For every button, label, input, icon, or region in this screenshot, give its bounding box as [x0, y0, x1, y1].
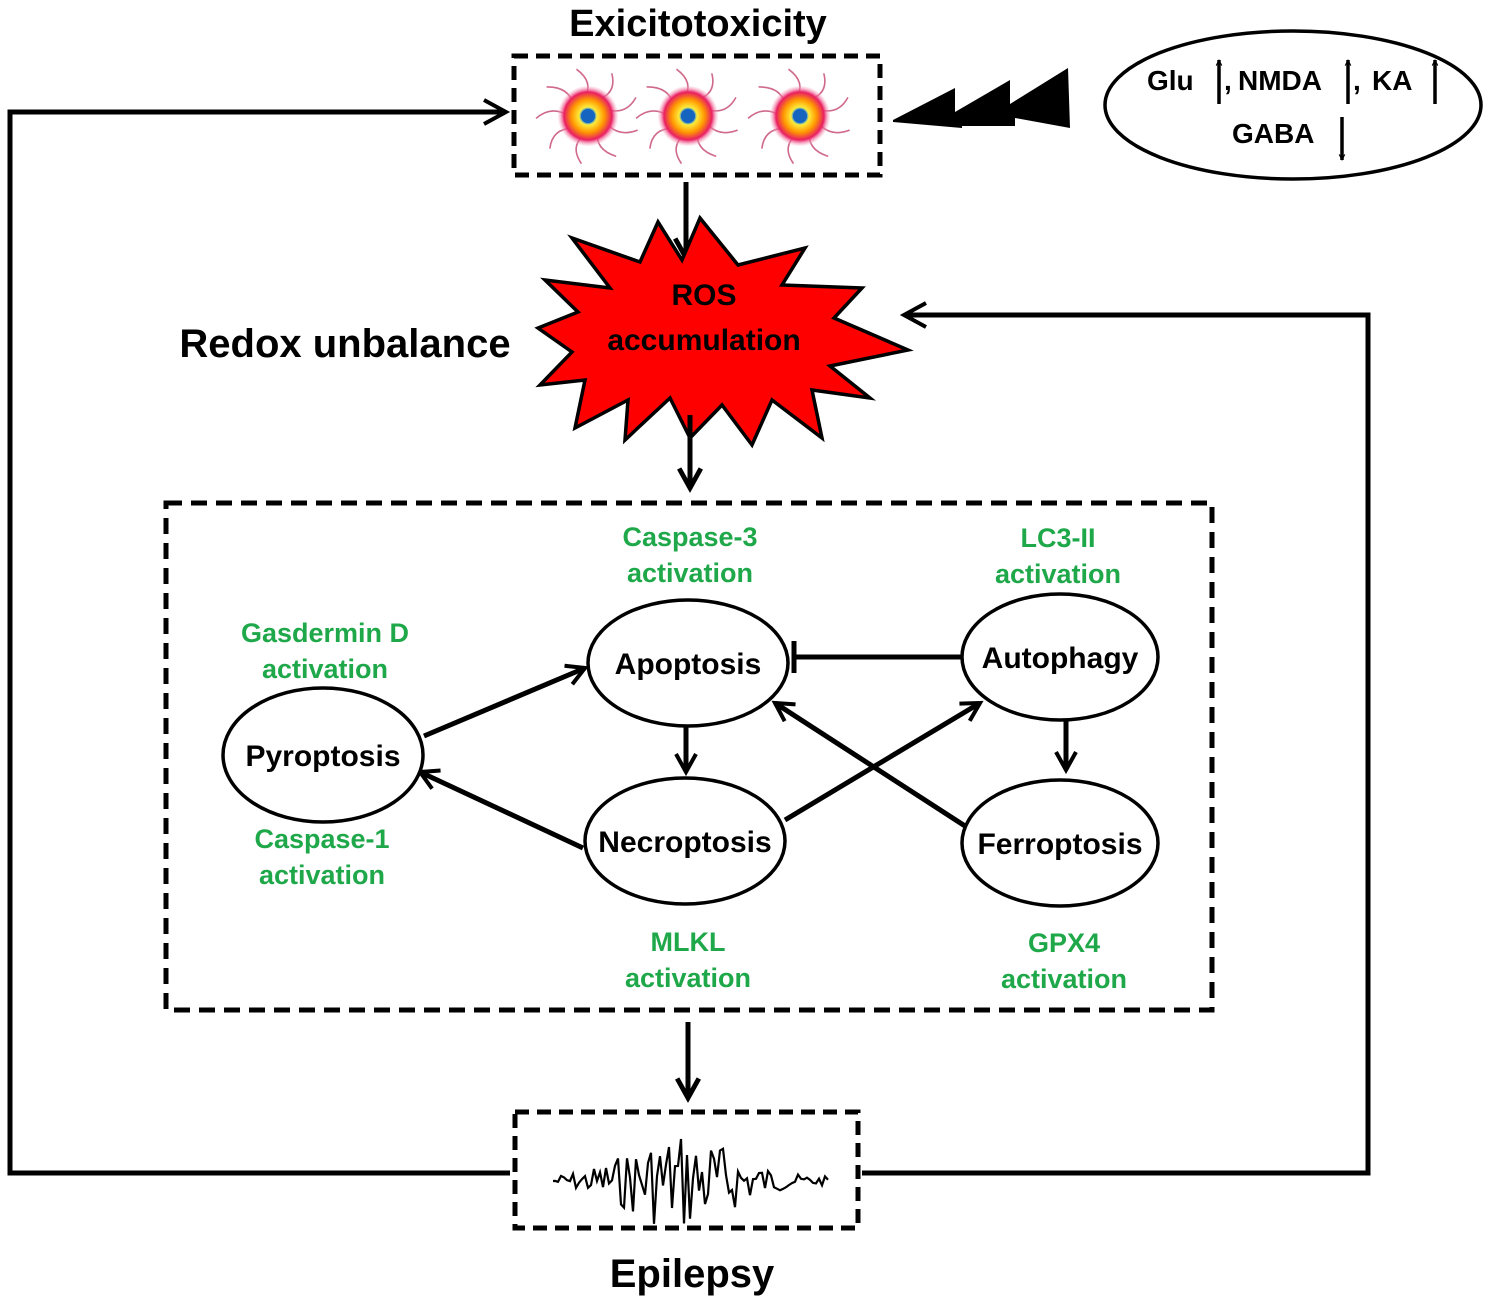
- lightning-icon: [893, 68, 1070, 128]
- edge-ferroptosis-to-apoptosis: [775, 703, 967, 829]
- node-pyroptosis: Pyroptosis: [221, 686, 425, 824]
- svg-text:Autophagy: Autophagy: [982, 642, 1139, 675]
- feedback-loop-right: [862, 312, 1371, 1176]
- svg-text:Pyroptosis: Pyroptosis: [245, 740, 400, 773]
- node-autophagy: Autophagy: [960, 592, 1160, 722]
- node-ferroptosis: Ferroptosis: [960, 778, 1160, 908]
- marker-lc3: LC3-II activation: [995, 523, 1121, 589]
- svg-text:activation: activation: [259, 860, 385, 890]
- svg-text:activation: activation: [627, 558, 753, 588]
- svg-text:,: ,: [1224, 65, 1232, 96]
- eeg-waveform: [552, 1138, 829, 1224]
- ka-label: KA: [1372, 65, 1412, 96]
- svg-text:Ferroptosis: Ferroptosis: [977, 828, 1142, 861]
- neuron-box: [511, 53, 883, 178]
- edge-necroptosis-to-autophagy: [783, 700, 980, 823]
- neuron-icon: [747, 68, 850, 165]
- marker-gasdermin: Gasdermin D activation: [241, 618, 409, 684]
- ros-accumulation-label: accumulation: [607, 324, 800, 357]
- marker-mlkl: MLKL activation: [625, 927, 751, 993]
- marker-gpx4: GPX4 activation: [1001, 928, 1127, 994]
- neuron-icon: [635, 68, 738, 165]
- ros-starburst: ROS accumulation: [534, 214, 914, 449]
- edge-pyroptosis-to-apoptosis: [423, 668, 585, 739]
- svg-text:activation: activation: [995, 559, 1121, 589]
- feedback-loop-left: [7, 109, 510, 1176]
- svg-text:Apoptosis: Apoptosis: [615, 648, 762, 681]
- node-necroptosis: Necroptosis: [583, 776, 787, 906]
- svg-text:Caspase-3: Caspase-3: [622, 522, 757, 552]
- glu-label: Glu: [1147, 65, 1194, 96]
- svg-text:Gasdermin D: Gasdermin D: [241, 618, 409, 648]
- edge-necroptosis-to-pyroptosis: [420, 772, 585, 851]
- neurotransmitter-ellipse: Glu , NMDA , KA GABA: [1103, 29, 1483, 181]
- neuron-icon: [535, 68, 638, 165]
- marker-caspase3: Caspase-3 activation: [622, 522, 757, 588]
- title-excitotoxicity: Exicitotoxicity: [569, 3, 827, 45]
- svg-text:Necroptosis: Necroptosis: [598, 826, 771, 859]
- feedback-left-arrowhead: [483, 98, 511, 126]
- nmda-label: NMDA: [1238, 65, 1322, 96]
- svg-text:activation: activation: [625, 963, 751, 993]
- svg-text:activation: activation: [1001, 964, 1127, 994]
- svg-text:Caspase-1: Caspase-1: [254, 824, 389, 854]
- svg-text:,: ,: [1353, 65, 1361, 96]
- svg-text:activation: activation: [262, 654, 388, 684]
- ros-label: ROS: [671, 279, 736, 312]
- node-apoptosis: Apoptosis: [586, 598, 790, 728]
- feedback-right-arrowhead: [899, 301, 927, 329]
- svg-text:GPX4: GPX4: [1028, 928, 1100, 958]
- gaba-label: GABA: [1232, 118, 1314, 149]
- svg-text:MLKL: MLKL: [651, 927, 726, 957]
- redox-unbalance-label: Redox unbalance: [179, 322, 510, 366]
- eeg-box: [512, 1109, 861, 1231]
- epilepsy-label: Epilepsy: [610, 1252, 775, 1296]
- svg-text:LC3-II: LC3-II: [1020, 523, 1095, 553]
- cell-death-box: [163, 500, 1215, 1013]
- marker-caspase1: Caspase-1 activation: [254, 824, 389, 890]
